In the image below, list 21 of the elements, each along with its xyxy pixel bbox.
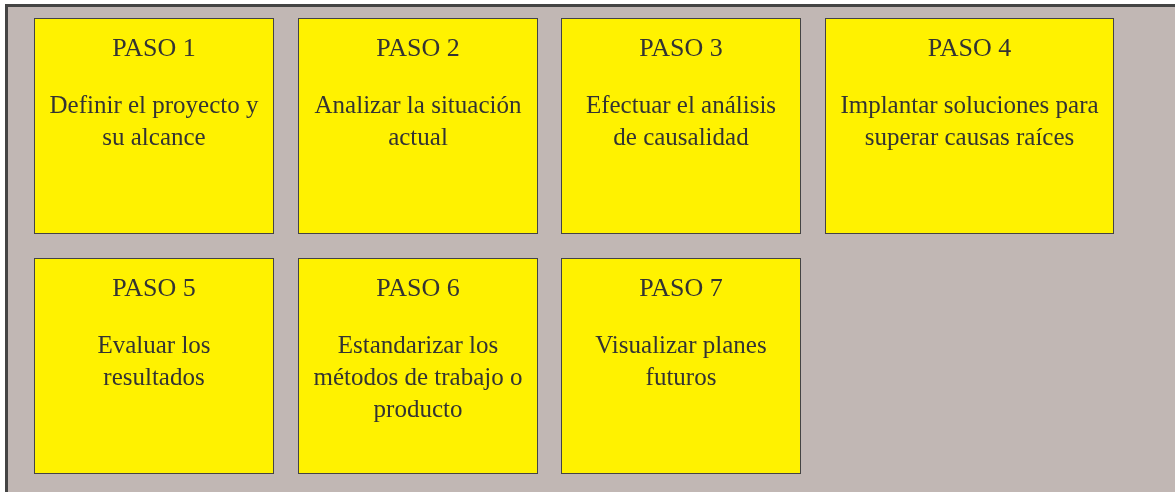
- step-box: [561, 18, 801, 234]
- step-box: [561, 258, 801, 474]
- step-description: Implantar soluciones para superar causas raíces: [840, 90, 1099, 152]
- step-title: PASO 7: [638, 273, 724, 303]
- step-box: [298, 18, 538, 234]
- step-description: Evaluar los resultados: [96, 330, 212, 392]
- step-box: [34, 18, 274, 234]
- step-description: Efectuar el análisis de causalidad: [584, 90, 778, 152]
- step-title: PASO 6: [375, 273, 461, 303]
- step-description: Analizar la situación actual: [313, 90, 523, 152]
- step-box: [34, 258, 274, 474]
- step-description: Estandarizar los métodos de trabajo o producto: [313, 330, 523, 424]
- step-title: PASO 1: [111, 33, 197, 63]
- step-box: [825, 18, 1114, 234]
- step-title: PASO 4: [926, 33, 1013, 63]
- step-description: Definir el proyecto y su alcance: [49, 90, 259, 152]
- step-title: PASO 3: [638, 33, 724, 63]
- step-title: PASO 5: [111, 273, 197, 303]
- step-title: PASO 2: [375, 33, 461, 63]
- step-box: [298, 258, 538, 474]
- step-description: Visualizar planes futuros: [594, 330, 768, 392]
